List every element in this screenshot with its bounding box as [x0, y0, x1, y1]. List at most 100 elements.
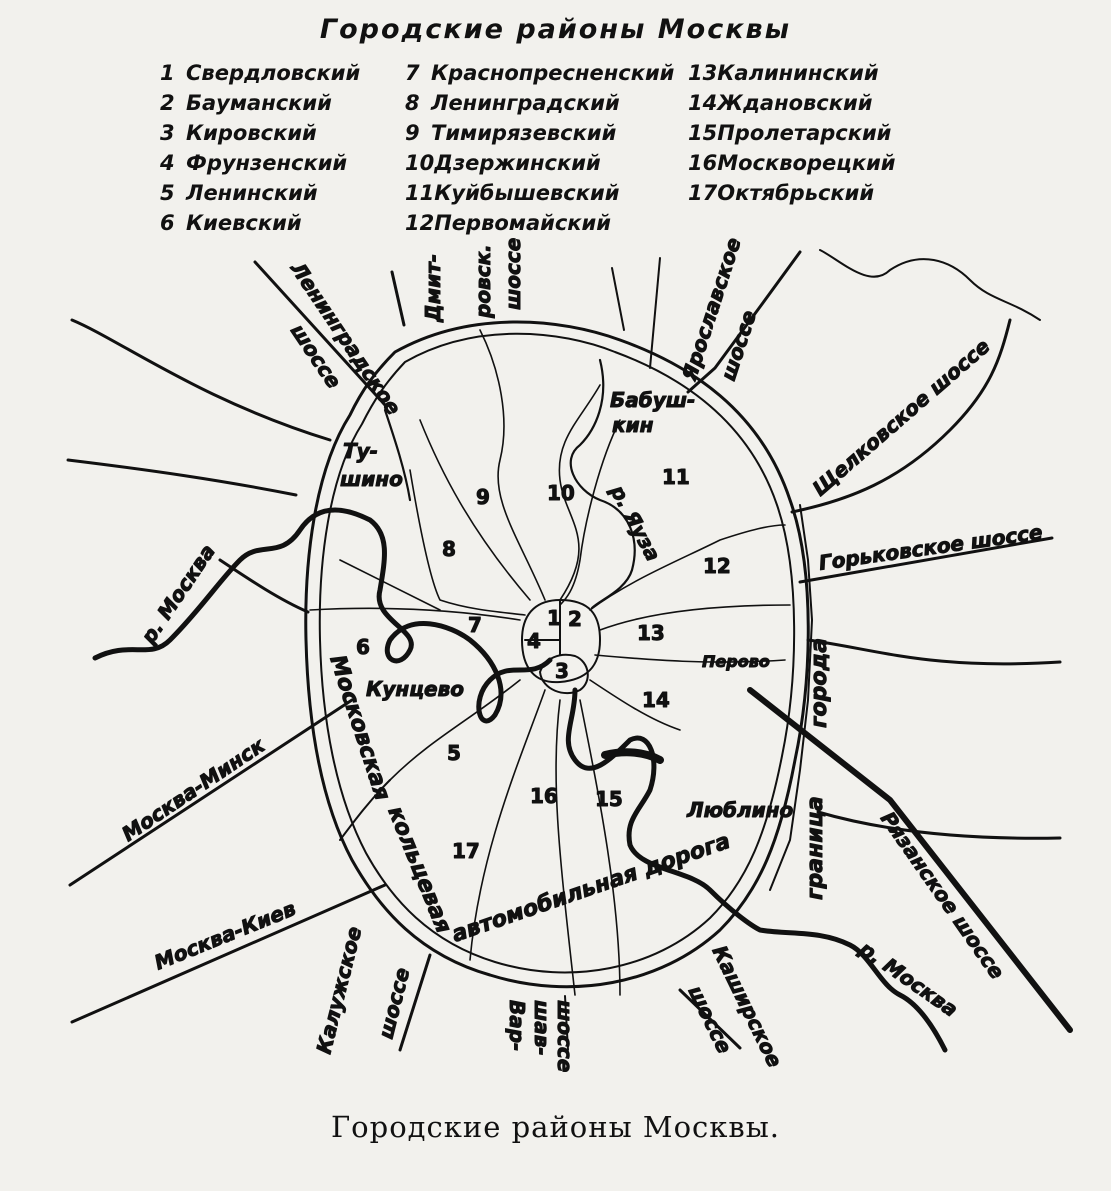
legend-item: 10Дзержинский	[405, 148, 674, 178]
rivers	[92, 249, 1041, 1053]
district-line	[419, 419, 531, 601]
road-label-kaluzhskoe: Калужское	[312, 924, 367, 1056]
boundary-label-granitsa: граница	[803, 796, 828, 900]
place-labels: Ту- шино Бабуш- кин Кунцево Перово Любли…	[340, 388, 795, 823]
legend-item: 2 Бауманский	[160, 88, 360, 118]
legend-item: 12Первомайский	[405, 208, 674, 238]
legend-number: 16	[688, 151, 718, 175]
legend-number: 3	[160, 121, 175, 145]
ring-label-moskovskaya: Московская	[324, 652, 394, 803]
road-label-dmitrovskoe: шоссе	[501, 238, 525, 310]
district-line	[479, 329, 546, 601]
district-number-12: 12	[703, 554, 731, 578]
place-perovo: Перово	[702, 652, 770, 671]
district-number-13: 13	[637, 621, 665, 645]
district-line	[339, 559, 441, 611]
legend-name: Краснопресненский	[431, 61, 675, 85]
legend-name: Куйбышевский	[434, 181, 620, 205]
legend-number: 15	[688, 121, 718, 145]
legend-number: 11	[405, 181, 435, 205]
ring-road	[304, 320, 810, 989]
district-number-15: 15	[595, 787, 623, 811]
road-label-yaroslavskoe: шоссе	[716, 307, 761, 383]
district-number-4: 4	[527, 629, 541, 653]
road-labels: Ленинградское шоссе Дмит- ровск. шоссе Я…	[117, 234, 1045, 1073]
road-leningradskoe	[253, 260, 387, 407]
road-label-moscow-minsk: Москва-Минск	[117, 733, 269, 846]
map-title: Городские районы Москвы	[319, 14, 792, 45]
district-line	[594, 654, 786, 663]
boundary-label-goroda: города	[807, 638, 832, 728]
place-kuntsevo: Кунцево	[366, 677, 464, 701]
district-number-11: 11	[662, 465, 690, 489]
legend-name: Ленинградский	[431, 91, 620, 115]
road-label-kaluzhskoe: шоссе	[374, 965, 415, 1041]
road-moscow-kiev	[70, 883, 387, 1024]
road-moscow-minsk	[68, 698, 354, 887]
road-west-3	[218, 558, 310, 614]
road-east-1	[806, 638, 1062, 666]
legend-item: 11Куйбышевский	[405, 178, 674, 208]
legend-item: 9 Тимирязевский	[405, 118, 674, 148]
place-babushkin: кин	[612, 413, 654, 437]
legend-name: Дзержинский	[434, 151, 601, 175]
road-label-varshavskoe: шав-	[530, 1000, 554, 1056]
district-line	[309, 607, 521, 621]
legend-name: Кировский	[186, 121, 317, 145]
legend-name: Калининский	[717, 61, 879, 85]
district-line	[558, 384, 601, 601]
legend-number: 5	[160, 181, 175, 205]
central-districts	[521, 599, 601, 695]
district-line	[559, 419, 621, 606]
road-dmitrovskoe	[390, 270, 406, 327]
road-label-dmitrovskoe: ровск.	[471, 244, 495, 319]
district-number-6: 6	[356, 635, 370, 659]
road-label-shchelkovskoe: Щелковское шоссе	[808, 334, 995, 501]
district-line	[589, 524, 786, 611]
district-number-8: 8	[442, 537, 456, 561]
district-number-1: 1	[547, 606, 561, 630]
place-babushkin: Бабуш-	[610, 388, 695, 412]
legend-number: 12	[405, 211, 435, 235]
road-gorkovskoe	[798, 536, 1054, 584]
legend-number: 9	[405, 121, 420, 145]
river-northeast	[819, 249, 1041, 321]
legend-number: 17	[688, 181, 718, 205]
district-number-3: 3	[555, 659, 569, 683]
legend-item: 3 Кировский	[160, 118, 360, 148]
legend-name: Тимирязевский	[431, 121, 617, 145]
road-varshavskoe	[564, 995, 569, 1051]
legend-number: 2	[160, 91, 175, 115]
district-line	[589, 679, 681, 731]
district-number-labels: 1 2 3 4 5 6 7 8 9 10 11 12 13 14 15 16 1…	[356, 465, 732, 864]
road-north-line-2	[649, 257, 661, 369]
legend-number: 4	[160, 151, 175, 175]
river-label-moskva-east: р. Москва	[854, 936, 962, 1022]
road-kashirskoe	[678, 988, 742, 1050]
district-number-16: 16	[530, 784, 558, 808]
district-number-5: 5	[447, 741, 461, 765]
legend-name: Октябрьский	[717, 181, 875, 205]
district-number-2: 2	[568, 607, 582, 631]
lyublino-pond	[601, 748, 664, 764]
legend-name: Москворецкий	[717, 151, 896, 175]
legend-name: Бауманский	[186, 91, 332, 115]
legend-number: 6	[160, 211, 175, 235]
legend-number: 8	[405, 91, 420, 115]
place-tushino: шино	[340, 467, 403, 491]
legend-item: 15Пролетарский	[688, 118, 896, 148]
legend-column-2: 7 Краснопресненский 8 Ленинградский 9 Тимир…	[405, 58, 674, 238]
district-line	[555, 699, 576, 996]
ring-road-outer	[304, 320, 810, 989]
legend-number: 13	[688, 61, 718, 85]
legend-number: 7	[405, 61, 420, 85]
legend-number: 1	[160, 61, 175, 85]
place-tushino: Ту-	[343, 439, 378, 463]
road-ryazanskoe	[747, 687, 1073, 1033]
district-number-10: 10	[547, 481, 575, 505]
legend-item: 13Калининский	[688, 58, 896, 88]
